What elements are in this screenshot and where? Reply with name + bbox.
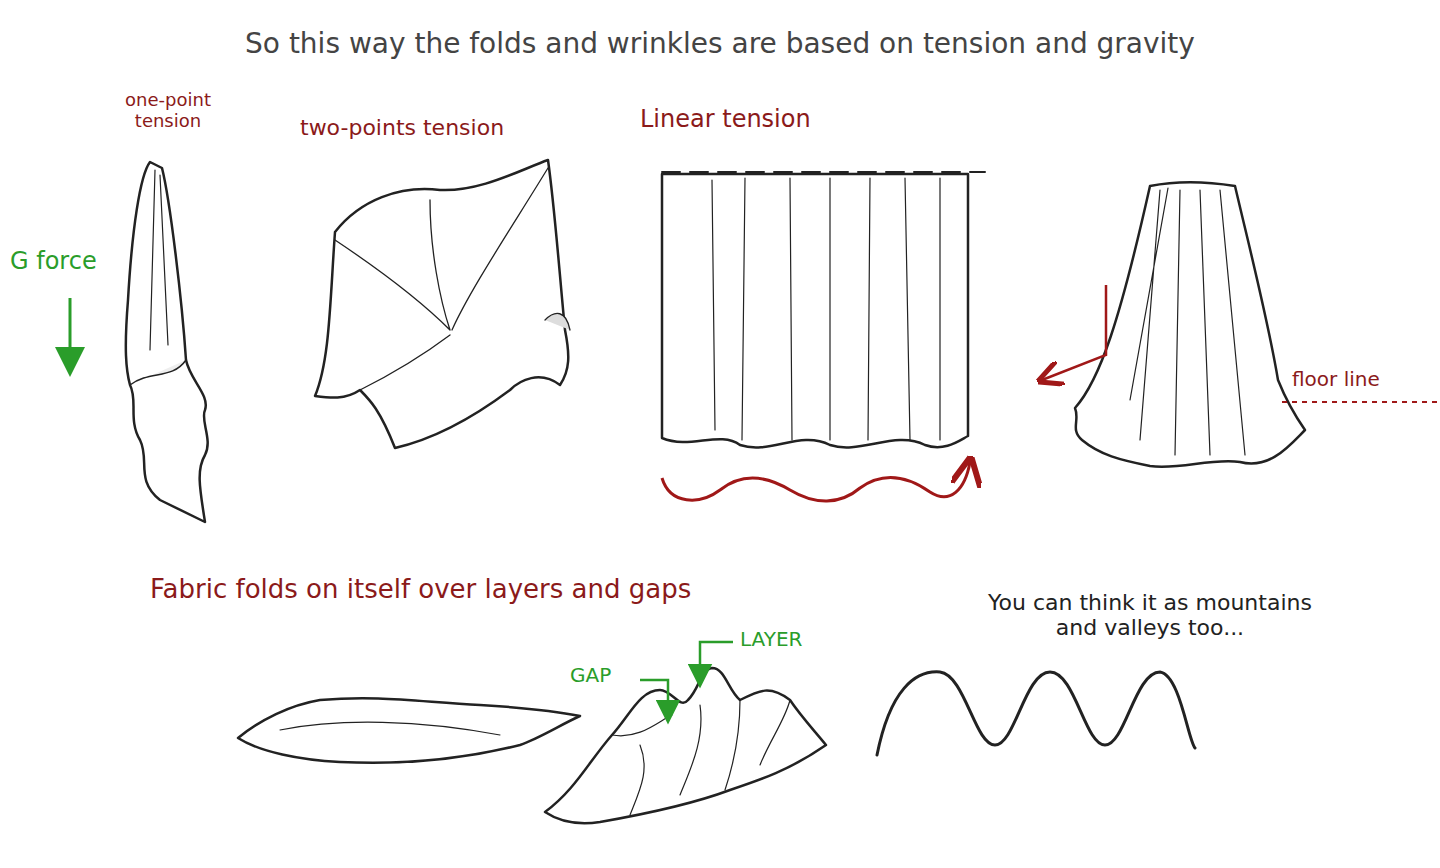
tension-label: two-points tension — [300, 115, 504, 140]
mountains-valleys-wave — [877, 672, 1195, 755]
page-title: So this way the folds and wrinkles are b… — [60, 28, 1380, 60]
section-heading: Fabric folds on itself over layers and g… — [150, 575, 910, 605]
force-label: G force — [10, 248, 97, 276]
curtain — [662, 174, 968, 447]
skirt — [1075, 182, 1305, 467]
hanging-cloth — [126, 162, 208, 522]
callout-label: LAYER — [740, 628, 802, 651]
tension-label: one-point tension — [98, 90, 238, 131]
callout-label: GAP — [570, 664, 611, 687]
note-text: You can think it as mountains and valley… — [985, 590, 1315, 641]
flat-fabric — [238, 698, 580, 763]
tension-label: Linear tension — [640, 106, 811, 134]
gravity-arrow — [69, 298, 72, 362]
folded-fabric — [545, 668, 826, 823]
draped-cloth — [315, 160, 568, 448]
wave-arrow — [662, 462, 970, 501]
layer-leader — [700, 642, 733, 676]
spread-arrow — [1042, 285, 1106, 380]
floor-label: floor line — [1292, 368, 1380, 391]
gap-leader — [640, 680, 668, 712]
floor-line — [1282, 401, 1438, 403]
